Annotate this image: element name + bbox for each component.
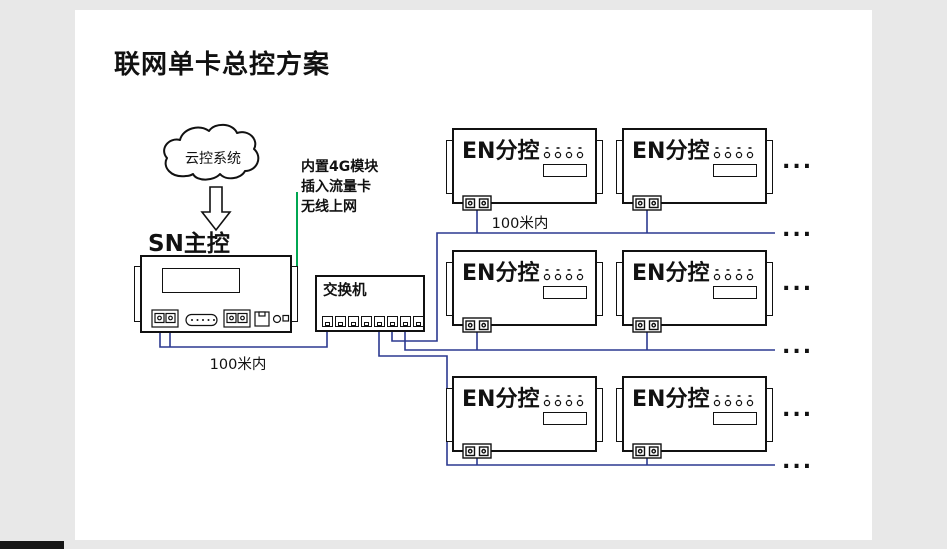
ellipsis-row3-devices: ... bbox=[782, 397, 814, 422]
switch-port-icon bbox=[361, 316, 372, 327]
annotation-line-1: 内置4G模块 bbox=[301, 159, 379, 175]
switch-label: 交换机 bbox=[323, 283, 367, 299]
mounting-ear-icon bbox=[766, 388, 773, 442]
cloud-system: 云控系统 bbox=[156, 118, 270, 192]
led-indicators-icon bbox=[713, 269, 754, 281]
led-indicators-icon bbox=[713, 395, 754, 407]
led-indicators-icon bbox=[543, 395, 584, 407]
mounting-ear-icon bbox=[134, 266, 141, 322]
en-controller-r1c1: EN分控 bbox=[446, 128, 603, 211]
switch-port-icon bbox=[348, 316, 359, 327]
switch-port-icon bbox=[322, 316, 333, 327]
annotation-line-2: 插入流量卡 bbox=[301, 179, 371, 195]
annotation-line-3: 无线上网 bbox=[301, 199, 357, 215]
device-display bbox=[713, 164, 757, 177]
mounting-ear-icon bbox=[446, 262, 453, 316]
down-arrow-icon bbox=[200, 186, 232, 232]
mounting-ear-icon bbox=[596, 388, 603, 442]
ellipsis-row2-devices: ... bbox=[782, 271, 814, 296]
sn-master-device bbox=[134, 255, 298, 333]
mounting-ear-icon bbox=[596, 262, 603, 316]
device-display bbox=[713, 286, 757, 299]
en-controller-r3c2: EN分控 bbox=[616, 376, 773, 459]
mounting-ear-icon bbox=[446, 388, 453, 442]
en-device-label: EN分控 bbox=[632, 139, 710, 164]
ellipsis-row1-devices: ... bbox=[782, 149, 814, 174]
distance-label-master: 100米内 bbox=[209, 357, 267, 373]
device-display bbox=[162, 268, 240, 293]
ellipsis-row1-line: ... bbox=[782, 217, 814, 242]
screen-edge bbox=[0, 541, 64, 549]
mounting-ear-icon bbox=[291, 266, 298, 322]
mounting-ear-icon bbox=[616, 388, 623, 442]
terminal-connector-icon bbox=[632, 317, 662, 333]
led-indicators-icon bbox=[543, 269, 584, 281]
mounting-ear-icon bbox=[766, 140, 773, 194]
en-controller-r1c2: EN分控 bbox=[616, 128, 773, 211]
en-device-label: EN分控 bbox=[462, 387, 540, 412]
en-device-label: EN分控 bbox=[462, 261, 540, 286]
terminal-connector-icon bbox=[632, 443, 662, 459]
switch-port-icon bbox=[374, 316, 385, 327]
device-display bbox=[713, 412, 757, 425]
master-label: SN主控 bbox=[148, 231, 230, 257]
cloud-icon bbox=[163, 123, 260, 181]
switch-port-icon bbox=[413, 316, 424, 327]
en-controller-r2c1: EN分控 bbox=[446, 250, 603, 333]
ellipsis-row2-line: ... bbox=[782, 334, 814, 359]
en-device-label: EN分控 bbox=[632, 387, 710, 412]
mounting-ear-icon bbox=[616, 140, 623, 194]
device-display bbox=[543, 286, 587, 299]
en-controller-r3c1: EN分控 bbox=[446, 376, 603, 459]
en-controller-r2c2: EN分控 bbox=[616, 250, 773, 333]
led-indicators-icon bbox=[713, 147, 754, 159]
distance-label-row1: 100米内 bbox=[491, 216, 549, 232]
led-indicators-icon bbox=[543, 147, 584, 159]
device-display bbox=[543, 412, 587, 425]
switch-port-icon bbox=[400, 316, 411, 327]
ellipsis-row3-line: ... bbox=[782, 449, 814, 474]
mounting-ear-icon bbox=[616, 262, 623, 316]
mounting-ear-icon bbox=[596, 140, 603, 194]
terminal-connector-icon bbox=[462, 195, 492, 211]
device-display bbox=[543, 164, 587, 177]
mounting-ear-icon bbox=[766, 262, 773, 316]
switch-port-icon bbox=[387, 316, 398, 327]
en-device-label: EN分控 bbox=[462, 139, 540, 164]
page-title: 联网单卡总控方案 bbox=[114, 50, 331, 80]
terminal-connector-icon bbox=[632, 195, 662, 211]
mounting-ear-icon bbox=[446, 140, 453, 194]
annotation-text: 内置4G模块 插入流量卡 无线上网 bbox=[301, 157, 378, 217]
switch-device: 交换机 bbox=[315, 275, 425, 332]
terminal-connector-icon bbox=[462, 317, 492, 333]
cloud-label: 云控系统 bbox=[185, 151, 241, 167]
terminal-connector-icon bbox=[462, 443, 492, 459]
en-device-label: EN分控 bbox=[632, 261, 710, 286]
device-ports-icon bbox=[151, 309, 290, 328]
switch-port-icon bbox=[335, 316, 346, 327]
